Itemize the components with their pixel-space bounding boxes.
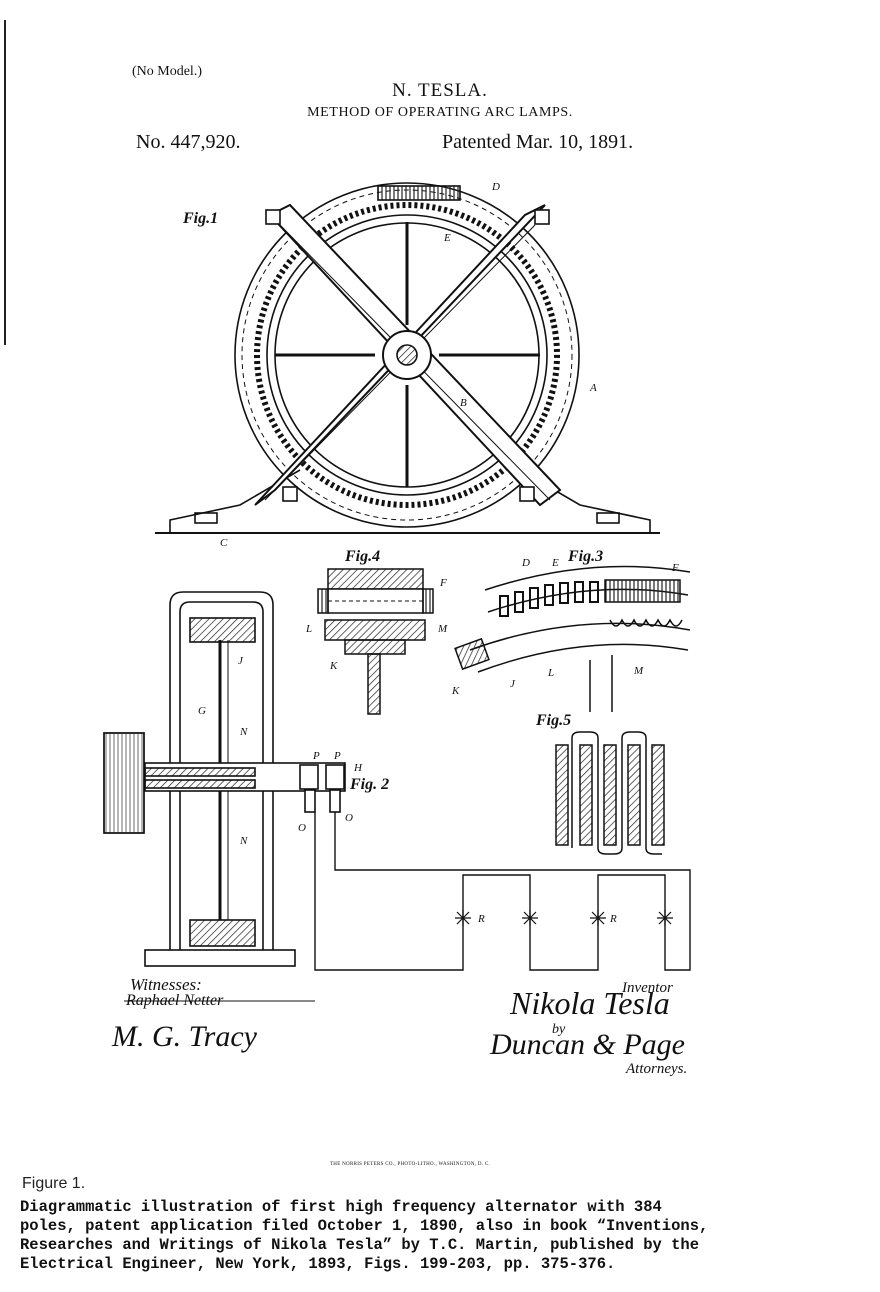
part-letter-a: A [590, 382, 597, 394]
fig2-letter-n-upper: N [240, 726, 248, 738]
circuit-letter-r-2: R [610, 913, 617, 925]
patent-drawing [103, 182, 691, 1002]
fig3-label: Fig.3 [568, 548, 604, 565]
fig3-armature-segment [454, 565, 691, 712]
circuit-letter-r-1: R [478, 913, 485, 925]
fig4-label: Fig.4 [345, 548, 381, 565]
fig1-alternator-front-view [155, 182, 660, 534]
fig5-conductor-winding [555, 731, 665, 855]
inventor-label: Inventor [622, 980, 673, 996]
printer-credit: THE NORRIS PETERS CO., PHOTO-LITHO., WAS… [329, 1162, 491, 1167]
left-margin-rule [4, 20, 6, 345]
by-label: by [552, 1022, 566, 1037]
base-bolt-left [194, 512, 218, 524]
model-note: (No Model.) [132, 64, 202, 79]
fig2-letter-h: H [354, 762, 362, 774]
patent-number: No. 447,920. [136, 131, 241, 153]
fig2-label: Fig. 2 [350, 776, 390, 793]
figure-caption: Diagrammatic illustration of first high … [20, 1198, 709, 1273]
patent-title: METHOD OF OPERATING ARC LAMPS. [307, 105, 573, 120]
fig3-letter-e: E [552, 557, 559, 569]
witness-signature-1: Raphael Netter [126, 992, 224, 1009]
fig3-letter-l: L [548, 667, 555, 679]
fig2-side-section [103, 591, 691, 971]
fig2-letter-p-1: P [313, 750, 320, 762]
part-letter-c: C [220, 537, 228, 549]
fig3-letter-f: F [672, 562, 679, 574]
fig4-letter-l: L [306, 623, 313, 635]
fig3-letter-m: M [634, 665, 644, 677]
fig4-letter-f: F [440, 577, 447, 589]
fig3-letter-k: K [452, 685, 460, 697]
fig1-label: Fig.1 [183, 210, 219, 227]
fig2-letter-o-1: O [298, 822, 306, 834]
fig2-letter-p-2: P [334, 750, 341, 762]
attorneys-label: Attorneys. [626, 1061, 688, 1077]
fig3-letter-d: D [522, 557, 530, 569]
fig2-letter-j: J [238, 655, 243, 667]
fig4-letter-k: K [330, 660, 338, 672]
patent-inventor: N. TESLA. [392, 80, 488, 101]
figure-label: Figure 1. [22, 1175, 86, 1192]
witnesses-label: Witnesses: [130, 975, 202, 994]
part-letter-e: E [444, 232, 451, 244]
base-bolt-right [596, 512, 620, 524]
patent-date: Patented Mar. 10, 1891. [442, 131, 634, 153]
part-letter-d: D [492, 181, 500, 193]
fig2-letter-o-2: O [345, 812, 353, 824]
fig2-letter-n-lower: N [240, 835, 248, 847]
fig4-letter-m: M [438, 623, 448, 635]
part-letter-b: B [460, 397, 467, 409]
attorneys-signature: Duncan & Page [490, 1028, 685, 1061]
inventor-signature: Nikola Tesla [510, 985, 670, 1021]
fig4-cross-section [317, 568, 434, 715]
fig3-letter-j: J [510, 678, 515, 690]
arc-lamp-symbols [455, 910, 673, 926]
witness-signature-2: M. G. Tracy [112, 1020, 257, 1053]
field-coils-top [377, 185, 461, 201]
fig5-label: Fig.5 [536, 712, 572, 729]
fig2-letter-g: G [198, 705, 206, 717]
